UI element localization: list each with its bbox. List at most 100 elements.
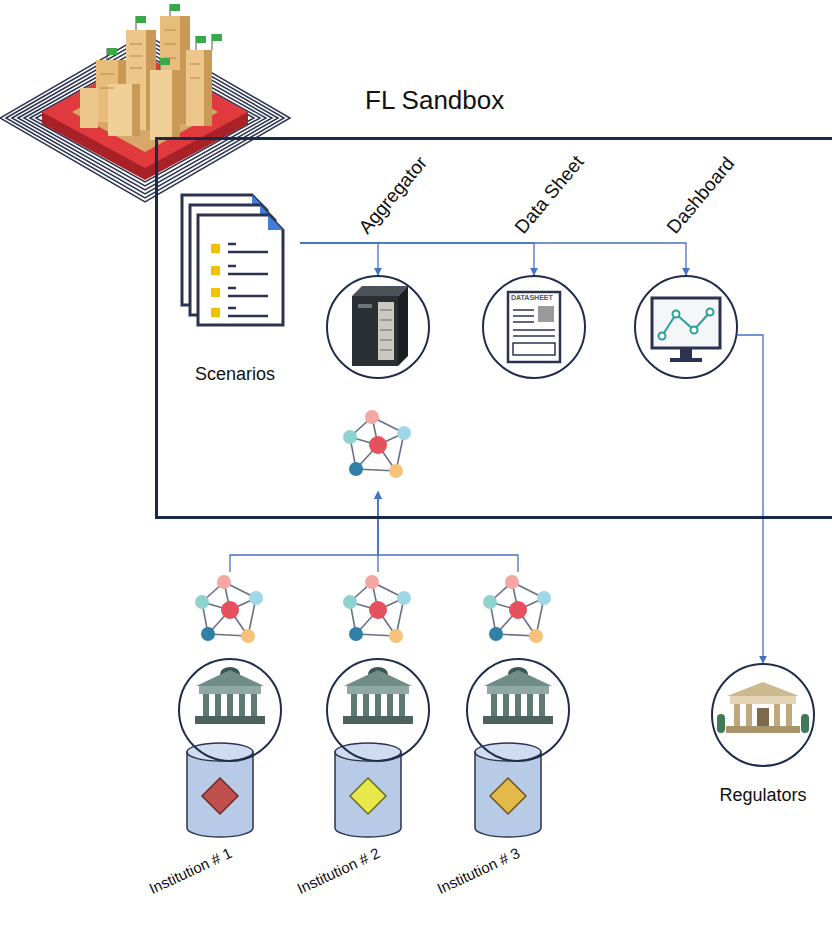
local-model-icon — [483, 575, 551, 643]
graphic-part — [170, 4, 180, 11]
graphic-part — [513, 335, 555, 337]
graphic-part — [211, 288, 220, 297]
graphic-part — [228, 244, 268, 316]
circle-border — [483, 276, 585, 378]
connector-arrow — [737, 335, 763, 663]
graphic-part — [186, 50, 204, 126]
graphic-part — [326, 658, 430, 762]
circle-outline — [178, 572, 282, 840]
regulator-icon — [717, 682, 809, 733]
circle-outline — [466, 572, 570, 840]
graphic-part — [211, 266, 220, 275]
graphic-part — [707, 309, 714, 316]
connector-arrow — [300, 243, 686, 275]
frame-heading: FL Sandbox — [365, 85, 504, 116]
graphic-part — [475, 752, 541, 837]
graphic-part — [670, 358, 702, 362]
graphic-part — [326, 275, 430, 379]
graphic-part — [228, 315, 268, 318]
graphic-part — [164, 44, 176, 45]
graphic-part — [228, 243, 236, 246]
graphic-part — [178, 658, 282, 762]
graphic-part — [80, 88, 98, 128]
graphic-part — [100, 30, 200, 88]
graphic-part — [350, 778, 386, 814]
node-label: Dashboard — [663, 153, 740, 239]
graphic-part — [380, 339, 392, 341]
node-label: Institution # 1 — [146, 844, 234, 898]
graphic-part — [160, 58, 170, 65]
institution-circle: Institution # 3 — [466, 572, 570, 840]
graphic-part — [100, 88, 114, 89]
graphic-part — [513, 309, 534, 311]
node-label: Aggregator — [355, 152, 433, 239]
connector-arrow — [378, 492, 518, 572]
datasheet-icon — [508, 292, 560, 362]
graphic-part — [130, 44, 142, 45]
graphic-part — [202, 778, 238, 814]
graphic-part — [513, 343, 555, 355]
graphic-part — [398, 286, 408, 366]
graphic-part — [508, 292, 560, 362]
graphic-part — [164, 30, 176, 31]
graphic-part — [228, 251, 268, 254]
graphic-part — [228, 273, 268, 276]
database-cylinders — [187, 743, 541, 837]
graphic-part — [172, 70, 180, 140]
graphic-part — [204, 50, 212, 126]
graphic-part — [211, 308, 220, 317]
graphic-part — [358, 304, 372, 308]
graphic-part — [132, 84, 140, 136]
graphic-part — [228, 287, 236, 290]
graphic-part — [538, 306, 554, 322]
graphic-part — [659, 309, 714, 340]
graphic-part — [662, 312, 710, 336]
regulators-circle: Regulators — [711, 663, 815, 767]
graphic-part — [378, 302, 394, 360]
dashboard-circle: Dashboard — [634, 275, 738, 379]
graphic-part — [659, 333, 666, 340]
graphic-part — [380, 349, 392, 351]
graphic-part — [482, 275, 586, 379]
graphic-part — [187, 752, 253, 837]
graphic-part — [130, 56, 142, 57]
scenario-list-marks — [211, 244, 268, 317]
graphic-part — [108, 84, 132, 136]
aggregator-circle: Aggregator — [326, 275, 430, 492]
graphic-part — [634, 275, 738, 379]
graphic-part — [380, 309, 392, 311]
graphic-part — [190, 64, 200, 65]
graphic-part — [150, 70, 172, 140]
graphic-part — [228, 265, 236, 268]
graphic-part — [212, 34, 222, 41]
institution-circle: Institution # 2 — [326, 572, 430, 840]
graphic-part — [107, 4, 212, 70]
graphic-part — [211, 244, 220, 253]
circle-outline — [711, 663, 815, 767]
graphic-part — [107, 4, 222, 65]
graphic-part — [380, 310, 392, 350]
circle-outline — [634, 275, 738, 379]
graphic-part — [228, 307, 236, 310]
circle-outline — [326, 572, 430, 840]
scenarios-node: Scenarios — [170, 190, 300, 335]
circle-border — [179, 659, 281, 761]
graphic-part — [198, 215, 283, 325]
scenario-documents — [182, 195, 283, 325]
bank-icon — [343, 667, 413, 724]
graphic-part — [652, 298, 720, 348]
server-icon — [352, 286, 408, 366]
city-buildings — [80, 4, 222, 140]
connector-arrow — [300, 243, 534, 275]
graphic-part — [513, 310, 555, 336]
graphic-part — [136, 16, 146, 23]
graphic-part — [335, 752, 401, 837]
graphic-part — [680, 348, 692, 358]
circle-border — [327, 276, 429, 378]
circle-border — [712, 664, 814, 766]
local-model-icon — [343, 575, 411, 643]
graphic-part — [196, 36, 206, 43]
